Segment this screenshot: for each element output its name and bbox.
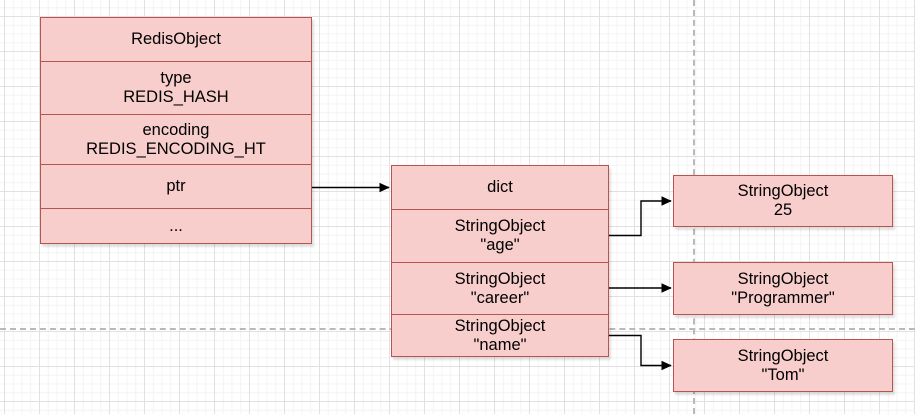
career-value-cell: StringObject "Programmer" <box>674 263 892 314</box>
career-value-class: StringObject <box>737 269 829 288</box>
type-value: REDIS_HASH <box>123 88 229 106</box>
type-label: type <box>160 69 192 88</box>
node-string-object-name-value: StringObject "Tom" <box>673 339 893 392</box>
name-value-cell: StringObject "Tom" <box>674 340 892 391</box>
age-value-text: 25 <box>773 201 793 219</box>
dict-row-name: StringObject "name" <box>392 314 608 356</box>
age-value-class: StringObject <box>737 182 829 201</box>
dict-title: dict <box>392 166 608 209</box>
node-string-object-career-value: StringObject "Programmer" <box>673 262 893 315</box>
dict-title-text: dict <box>487 178 513 197</box>
node-redis-object: RedisObject type REDIS_HASH encoding RED… <box>40 17 312 244</box>
arrow-name-to-value <box>609 334 672 371</box>
dict-name-value: "name" <box>473 335 527 354</box>
age-value-cell: StringObject 25 <box>674 176 892 226</box>
dict-career-class: StringObject <box>454 269 546 288</box>
dict-age-class: StringObject <box>454 217 546 236</box>
node-dict: dict StringObject "age" StringObject "ca… <box>391 165 609 357</box>
redis-object-row-type: type REDIS_HASH <box>41 61 311 114</box>
dict-career-value: "career" <box>470 288 530 307</box>
name-value-text: "Tom" <box>761 365 805 384</box>
ellipsis-text: ... <box>169 216 183 235</box>
redis-object-row-encoding: encoding REDIS_ENCODING_HT <box>41 114 311 164</box>
career-value-text: "Programmer" <box>731 288 835 307</box>
encoding-value: REDIS_ENCODING_HT <box>86 139 266 158</box>
redis-object-title: RedisObject <box>41 18 311 61</box>
redis-object-row-ellipsis: ... <box>41 208 311 243</box>
node-string-object-age-value: StringObject 25 <box>673 175 893 227</box>
ptr-label: ptr <box>166 177 186 196</box>
dict-row-career: StringObject "career" <box>392 262 608 314</box>
dict-row-age: StringObject "age" <box>392 209 608 262</box>
arrow-age-to-value <box>609 196 672 237</box>
dict-age-value: "age" <box>480 236 520 254</box>
name-value-class: StringObject <box>737 346 829 365</box>
redis-object-title-text: RedisObject <box>131 30 221 49</box>
dict-name-class: StringObject <box>454 316 546 335</box>
redis-object-row-ptr: ptr <box>41 164 311 208</box>
encoding-label: encoding <box>142 120 210 139</box>
